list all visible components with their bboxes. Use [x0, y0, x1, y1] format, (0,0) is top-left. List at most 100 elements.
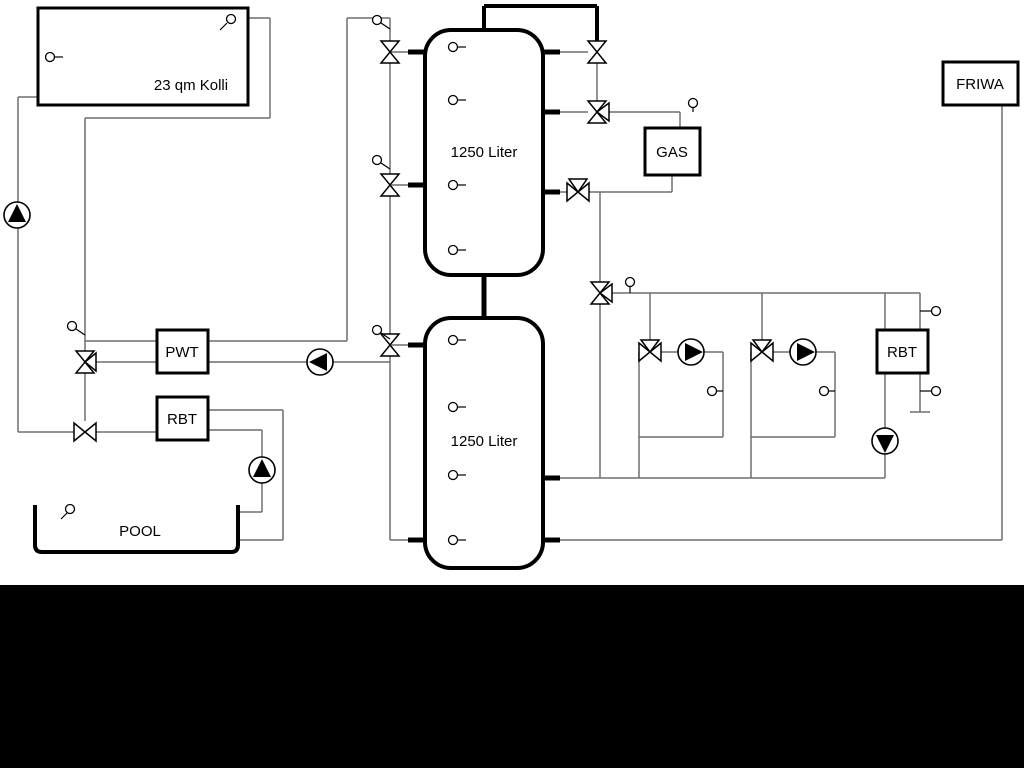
gas-outline: [643, 126, 702, 177]
valve-triangle: [379, 333, 401, 347]
pump-direction-down: [876, 435, 894, 453]
pump-direction-right: [797, 343, 815, 361]
gas-boiler: GAS: [643, 126, 702, 177]
valve-triangle: [648, 341, 662, 363]
valve-solar-tank1-mid: [379, 173, 401, 197]
pump-direction-up: [8, 204, 26, 222]
valve-triangle: [566, 181, 580, 203]
valve-triangle: [586, 40, 608, 54]
temperature-sensor-icon: [930, 385, 942, 397]
three-way-valve-gas-supply: [586, 100, 610, 124]
valve-triangle: [74, 360, 96, 374]
temperature-sensor-icon: [447, 94, 459, 106]
tank-outline: [423, 316, 545, 570]
sensor-stem: [380, 22, 391, 30]
valve-triangle: [379, 183, 401, 197]
valve-triangle: [586, 100, 608, 114]
valve-triangle: [73, 421, 87, 443]
valve-tank1-top-right: [586, 40, 608, 64]
valve-triangle: [589, 281, 611, 295]
valve-triangle: [379, 40, 401, 54]
mixing-valve-circuit-1: [638, 339, 662, 363]
pipe-network: [17, 17, 1003, 541]
mixing-valve-circuit-2: [750, 339, 774, 363]
buffer-tank-2: 1250 Liter: [423, 316, 545, 570]
temperature-sensor-icon: [447, 334, 459, 346]
temperature-sensor-icon: [64, 503, 76, 515]
temperature-sensor-icon: [930, 305, 942, 317]
valve-solar-tank2: [379, 333, 401, 357]
pool: POOL: [33, 503, 240, 554]
valve-triangle: [589, 291, 611, 305]
temperature-sensor-icon: [447, 244, 459, 256]
friwa-label: FRIWA: [956, 76, 1004, 93]
pump-heating-circuit-1: [677, 338, 705, 366]
temperature-sensor-icon: [447, 41, 459, 53]
temperature-sensor-icon: [687, 97, 699, 109]
sensor-stem: [380, 162, 391, 170]
pump-solar: [3, 201, 31, 229]
pump-heating-circuit-2: [789, 338, 817, 366]
valve-triangle: [576, 181, 590, 203]
pool-label: POOL: [119, 523, 161, 540]
valve-triangle: [598, 282, 613, 304]
tank-outline: [423, 28, 545, 277]
gas-label: GAS: [656, 144, 688, 161]
three-way-valve-distribution: [589, 281, 613, 305]
pump-direction-up: [253, 459, 271, 477]
temperature-sensor-icon: [66, 320, 78, 332]
valve-triangle: [586, 50, 608, 64]
valve-solar-tank1-top: [379, 40, 401, 64]
pump-pwt-loop: [306, 348, 334, 376]
tank1-label: 1250 Liter: [451, 144, 518, 161]
rbt-left: RBT: [155, 395, 210, 442]
pump-pool-loop: [248, 456, 276, 484]
solar-collector: 23 qm Kolli: [36, 6, 250, 107]
rbt-left-label: RBT: [167, 411, 197, 428]
tank-connections: [408, 4, 599, 543]
temperature-sensor-icon: [44, 51, 56, 63]
valve-triangle: [74, 350, 96, 364]
sensor-stem: [219, 22, 228, 31]
valve-triangle: [379, 173, 401, 187]
pwt-heat-exchanger: PWT: [155, 328, 210, 375]
collector-outline: [36, 6, 250, 107]
valve-triangle: [379, 50, 401, 64]
sensor-stem: [380, 332, 391, 340]
valve-triangle: [83, 421, 97, 443]
friwa-station: FRIWA: [941, 60, 1020, 107]
valve-triangle: [639, 339, 661, 354]
buffer-tank-1: 1250 Liter: [423, 28, 545, 277]
valve-triangle: [638, 341, 652, 363]
footer-bar: [0, 585, 1024, 768]
pump-rbt-right: [871, 427, 899, 455]
sensor-stem: [75, 328, 86, 336]
valve-triangle: [595, 101, 610, 123]
temperature-sensor-icon: [624, 276, 636, 288]
field-sensors: [66, 14, 942, 397]
pump-direction-left: [309, 353, 327, 371]
rbt-right: RBT: [875, 328, 930, 375]
valve-triangle: [83, 351, 97, 373]
temperature-sensor-icon: [371, 324, 383, 336]
three-way-valve-gas-return: [566, 178, 590, 203]
pwt-label: PWT: [165, 344, 198, 361]
temperature-sensor-icon: [447, 534, 459, 546]
sensor-stem: [60, 512, 68, 520]
valve-triangle: [750, 341, 764, 363]
valve-triangle: [379, 343, 401, 357]
temperature-sensor-icon: [447, 179, 459, 191]
pool-outline: [33, 505, 240, 554]
temperature-sensor-icon: [447, 401, 459, 413]
valve-triangle: [567, 178, 589, 194]
temperature-sensor-icon: [818, 385, 830, 397]
tank2-label: 1250 Liter: [451, 433, 518, 450]
temperature-sensor-icon: [447, 469, 459, 481]
pump-direction-right: [685, 343, 703, 361]
collector-label: 23 qm Kolli: [154, 77, 228, 94]
three-way-valve-pwt: [74, 350, 97, 374]
valve-triangle: [586, 110, 608, 124]
valve-triangle: [760, 341, 774, 363]
temperature-sensor-icon: [371, 14, 383, 26]
